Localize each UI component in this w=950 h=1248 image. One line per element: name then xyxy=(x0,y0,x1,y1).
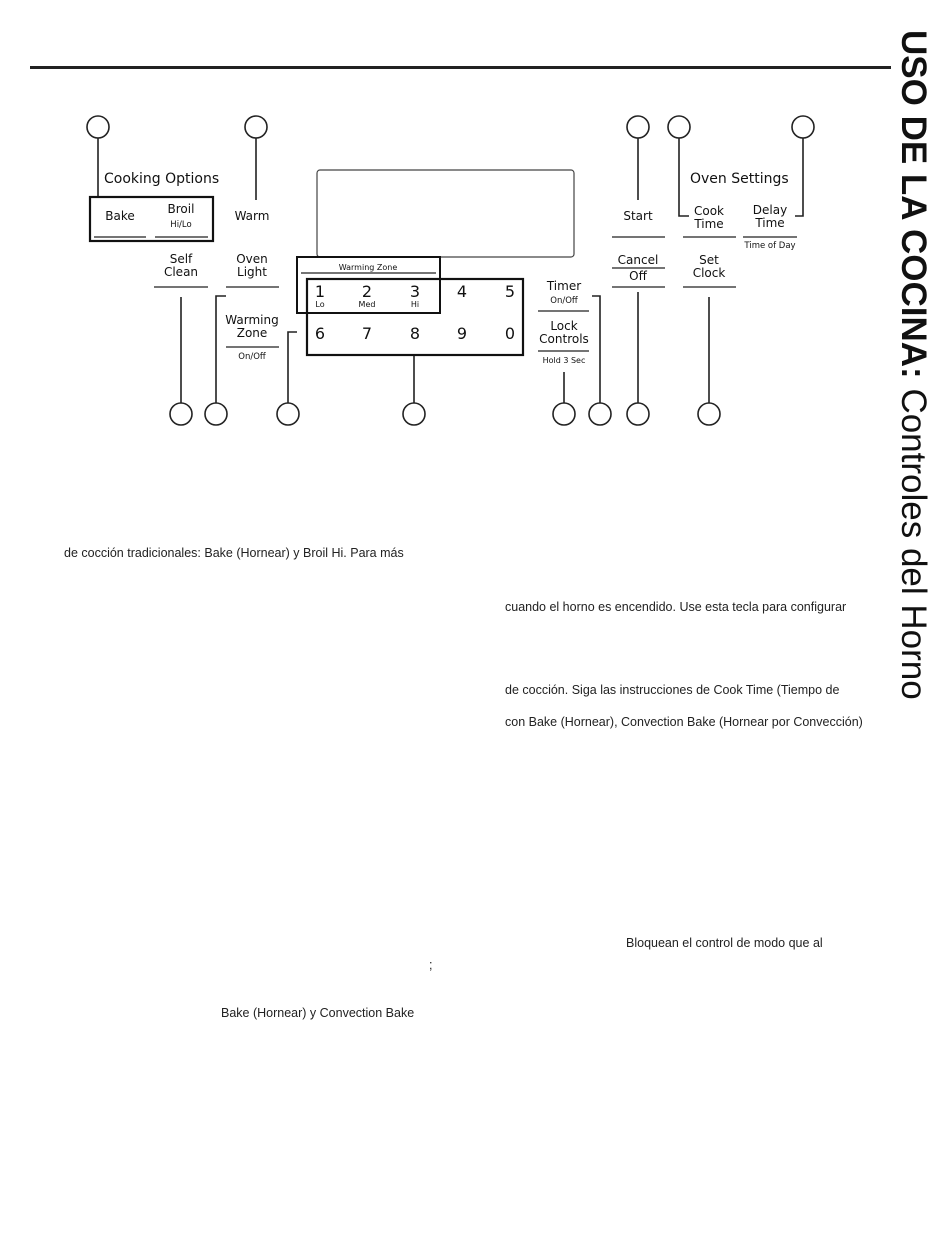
set-clock-key-label-2: Clock xyxy=(693,266,726,280)
keypad-digit: 8 xyxy=(410,324,420,343)
cooking-options-label: Cooking Options xyxy=(104,171,219,187)
keypad-digit: 9 xyxy=(457,324,467,343)
text-fragment: Bake (Hornear) y Convection Bake xyxy=(221,1006,415,1020)
keypad: 1 Lo 2 Med 3 Hi 4 5 6 7 8 9 0 xyxy=(315,282,515,343)
callout-circle xyxy=(204,402,228,426)
keypad-key-3[interactable]: 3 Hi xyxy=(410,282,420,309)
timer-key-sublabel: On/Off xyxy=(550,296,579,306)
warming-zone-key-sublabel: On/Off xyxy=(238,352,267,362)
timer-key[interactable]: Timer On/Off xyxy=(546,279,581,306)
self-clean-key[interactable]: Self Clean xyxy=(164,252,198,279)
keypad-digit: 3 xyxy=(410,282,420,301)
text-fragment: ; xyxy=(429,958,433,972)
callout-circle xyxy=(169,402,193,426)
keypad-sublabel: Hi xyxy=(411,300,419,309)
keypad-key-8[interactable]: 8 xyxy=(410,324,420,343)
lock-controls-key-label-1: Lock xyxy=(550,319,577,333)
cook-time-key[interactable]: Cook Time xyxy=(693,204,724,231)
broil-key[interactable]: Broil Hi/Lo xyxy=(168,202,195,230)
control-panel-diagram: Cooking Options Oven Settings Warming Zo… xyxy=(86,115,815,426)
warming-zone-header: Warming Zone xyxy=(339,263,398,272)
timer-key-label: Timer xyxy=(546,279,581,293)
delay-time-key[interactable]: Delay Time Time of Day xyxy=(743,203,795,251)
keypad-digit: 2 xyxy=(362,282,372,301)
text-fragment: cuando el horno es encendido. Use esta t… xyxy=(505,600,847,614)
callout-leaders xyxy=(97,138,804,403)
callout-circle xyxy=(626,115,650,139)
keypad-key-4[interactable]: 4 xyxy=(457,282,467,301)
keypad-key-1[interactable]: 1 Lo xyxy=(315,282,325,309)
bake-key-label: Bake xyxy=(105,209,135,223)
keypad-digit: 5 xyxy=(505,282,515,301)
header-rule xyxy=(30,66,891,69)
callout-circle xyxy=(791,115,815,139)
cooking-options-box xyxy=(88,195,215,243)
oven-light-key-label-2: Light xyxy=(237,265,267,279)
keypad-key-0[interactable]: 0 xyxy=(505,324,515,343)
set-clock-key[interactable]: Set Clock xyxy=(693,253,726,280)
warming-zone-key-label-1: Warming xyxy=(225,313,278,327)
delay-time-key-label-1: Delay xyxy=(753,203,787,217)
callout-circle xyxy=(697,402,721,426)
callout-circle xyxy=(667,115,691,139)
bake-key[interactable]: Bake xyxy=(105,209,135,223)
start-key[interactable]: Start xyxy=(623,209,653,223)
lock-controls-key-label-2: Controls xyxy=(539,332,589,346)
delay-time-key-label-2: Time xyxy=(754,216,784,230)
text-fragment: Bloquean el control de modo que al xyxy=(626,936,823,950)
time-of-day-label: Time of Day xyxy=(743,241,795,251)
callout-circle xyxy=(402,402,426,426)
display-window xyxy=(316,169,575,258)
keypad-key-5[interactable]: 5 xyxy=(505,282,515,301)
keypad-digit: 4 xyxy=(457,282,467,301)
keypad-digit: 1 xyxy=(315,282,325,301)
start-key-label: Start xyxy=(623,209,653,223)
broil-key-sublabel: Hi/Lo xyxy=(170,220,191,230)
callout-circle xyxy=(626,402,650,426)
self-clean-key-label-1: Self xyxy=(170,252,193,266)
key-underlines xyxy=(94,236,797,352)
cancel-key-label: Cancel xyxy=(618,253,659,267)
warming-zone-key-label-2: Zone xyxy=(237,326,268,340)
set-clock-key-label-1: Set xyxy=(699,253,719,267)
off-key-label: Off xyxy=(629,269,647,283)
keypad-key-6[interactable]: 6 xyxy=(315,324,325,343)
hold-3-sec-label: Hold 3 Sec xyxy=(543,356,586,365)
warm-key[interactable]: Warm xyxy=(235,209,270,223)
callout-circles xyxy=(86,115,815,426)
cook-time-key-label-1: Cook xyxy=(694,204,724,218)
callout-circle xyxy=(552,402,576,426)
keypad-box xyxy=(305,277,525,357)
callout-circle xyxy=(276,402,300,426)
cancel-off-key[interactable]: Cancel Off xyxy=(618,253,659,283)
keypad-key-7[interactable]: 7 xyxy=(362,324,372,343)
callout-circle xyxy=(244,115,268,139)
keypad-key-9[interactable]: 9 xyxy=(457,324,467,343)
callout-circle xyxy=(86,115,110,139)
warming-zone-key[interactable]: Warming Zone On/Off xyxy=(225,313,278,362)
oven-settings-label: Oven Settings xyxy=(690,171,789,187)
warm-key-label: Warm xyxy=(235,209,270,223)
keypad-digit: 6 xyxy=(315,324,325,343)
text-fragment: con Bake (Hornear), Convection Bake (Hor… xyxy=(505,715,863,729)
broil-key-label: Broil xyxy=(168,202,195,216)
text-fragment: de cocción tradicionales: Bake (Hornear)… xyxy=(64,546,404,560)
callout-circle xyxy=(588,402,612,426)
keypad-sublabel: Lo xyxy=(315,300,324,309)
keypad-digit: 0 xyxy=(505,324,515,343)
oven-light-key-label-1: Oven xyxy=(236,252,268,266)
warming-zone-box xyxy=(296,256,441,314)
self-clean-key-label-2: Clean xyxy=(164,265,198,279)
keypad-key-2[interactable]: 2 Med xyxy=(359,282,376,309)
keypad-sublabel: Med xyxy=(359,300,376,309)
lock-controls-key[interactable]: Lock Controls Hold 3 Sec xyxy=(539,319,589,365)
keypad-digit: 7 xyxy=(362,324,372,343)
oven-light-key[interactable]: Oven Light xyxy=(236,252,268,279)
text-fragment: de cocción. Siga las instrucciones de Co… xyxy=(505,683,840,697)
cook-time-key-label-2: Time xyxy=(693,217,723,231)
